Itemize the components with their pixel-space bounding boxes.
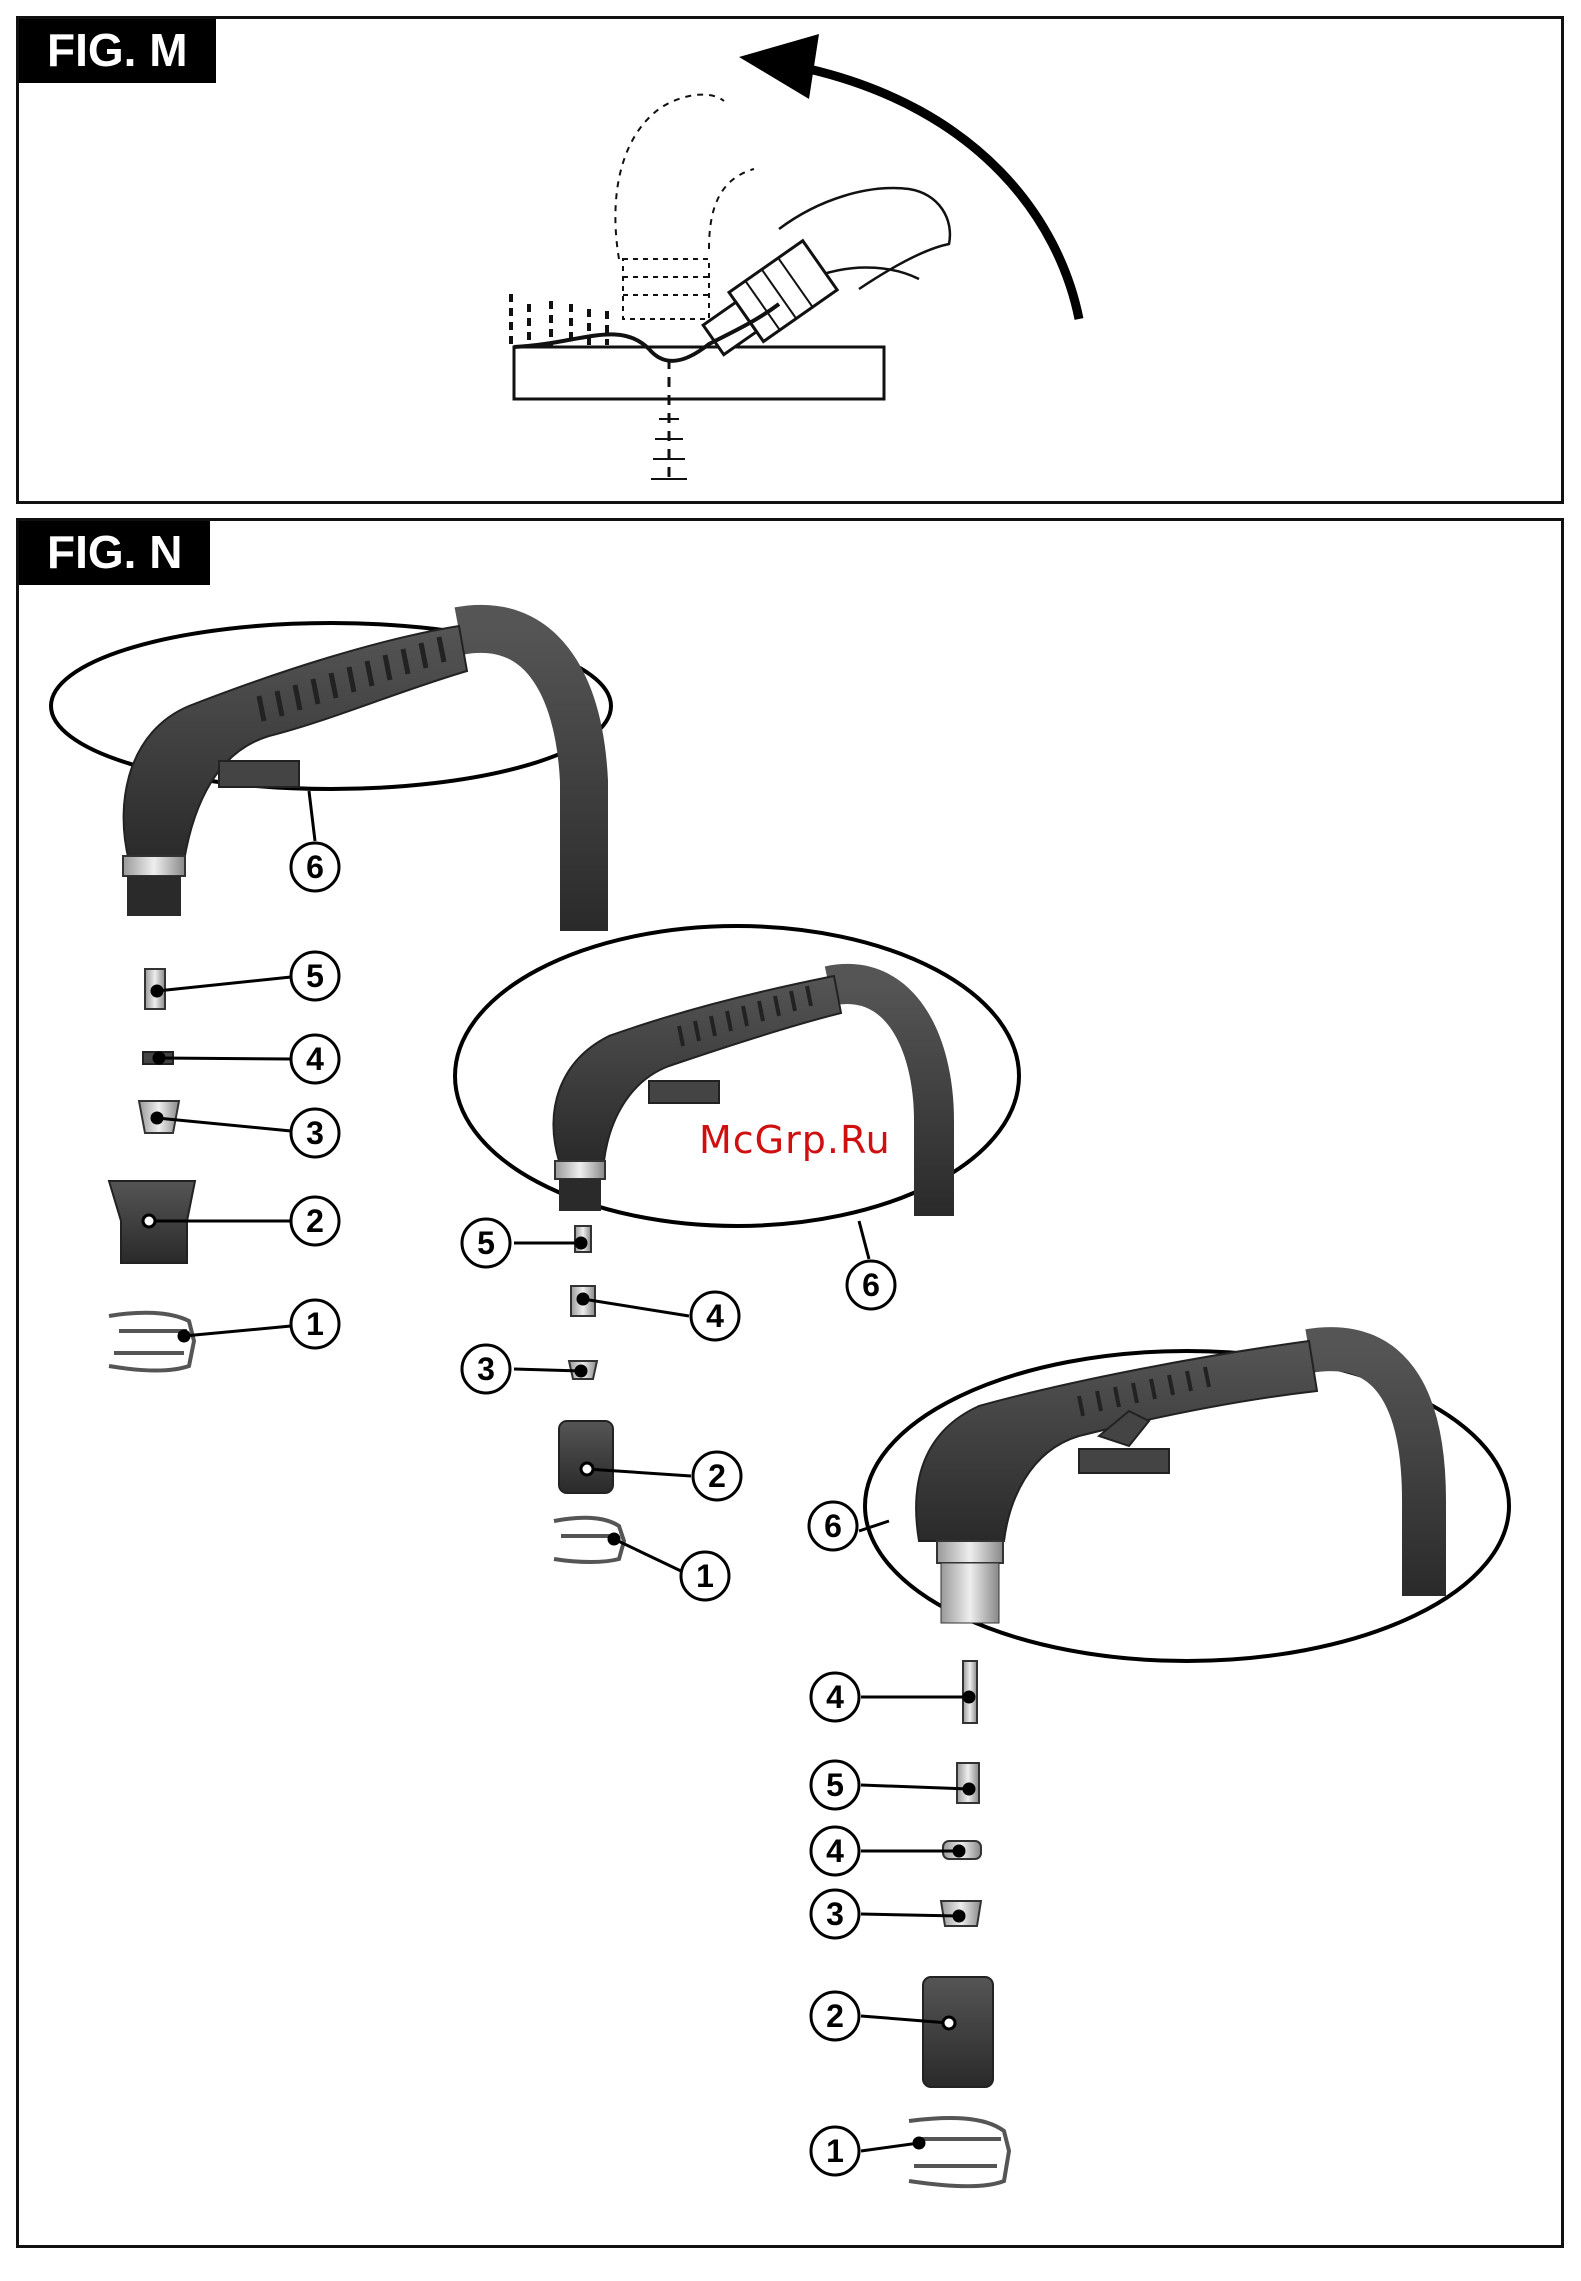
- svg-text:4: 4: [826, 1679, 844, 1715]
- svg-text:3: 3: [826, 1896, 844, 1932]
- svg-text:6: 6: [306, 849, 324, 885]
- torch-c: 6 4 5 4 3 2 1: [809, 1341, 1509, 2186]
- callout-c-6: 6: [809, 1502, 857, 1550]
- torch-a: 6 5 4 3 2 1: [51, 623, 611, 1371]
- svg-text:4: 4: [306, 1041, 324, 1077]
- watermark-text: McGrp.Ru: [699, 1118, 891, 1162]
- fig-n-panel: FIG. N: [16, 518, 1564, 2248]
- svg-text:6: 6: [824, 1508, 842, 1544]
- callout-a-1: 1: [291, 1300, 339, 1348]
- svg-text:3: 3: [477, 1351, 495, 1387]
- callout-a-3: 3: [291, 1109, 339, 1157]
- svg-text:4: 4: [706, 1298, 724, 1334]
- callout-a-2: 2: [291, 1197, 339, 1245]
- torch-c-callouts: 6 4 5 4 3 2 1: [809, 1502, 859, 2175]
- callout-b-6: 6: [847, 1261, 895, 1309]
- spatter-lines: [511, 294, 607, 347]
- fig-m-panel: FIG. M: [16, 16, 1564, 504]
- callout-c-1: 1: [811, 2127, 859, 2175]
- svg-text:5: 5: [826, 1767, 844, 1803]
- callout-b-4: 4: [691, 1292, 739, 1340]
- callout-a-6: 6: [291, 843, 339, 891]
- callout-b-5: 5: [462, 1219, 510, 1267]
- svg-text:5: 5: [306, 958, 324, 994]
- svg-text:1: 1: [306, 1306, 324, 1342]
- torch-a-handle: [124, 626, 467, 861]
- torch-a-callouts: 6 5 4 3 2 1: [291, 843, 339, 1348]
- callout-c-3: 3: [811, 1890, 859, 1938]
- svg-text:2: 2: [826, 1998, 844, 2034]
- callout-b-2: 2: [693, 1452, 741, 1500]
- callout-b-1: 1: [681, 1552, 729, 1600]
- callout-c-2: 2: [811, 1992, 859, 2040]
- callout-c-4a: 4: [811, 1673, 859, 1721]
- ghost-torch-outline: [615, 95, 724, 259]
- torch-c-part-1: [909, 2118, 1009, 2186]
- svg-text:5: 5: [477, 1225, 495, 1261]
- svg-text:1: 1: [696, 1558, 714, 1594]
- fig-m-drawing: [19, 19, 1567, 507]
- svg-text:2: 2: [708, 1458, 726, 1494]
- callout-c-4b: 4: [811, 1827, 859, 1875]
- rotation-arrow-head: [739, 34, 819, 99]
- fig-n-drawing: 6 5 4 3 2 1: [19, 521, 1567, 2251]
- callout-a-5: 5: [291, 952, 339, 1000]
- callout-b-3: 3: [462, 1345, 510, 1393]
- svg-text:3: 3: [306, 1115, 324, 1151]
- svg-text:1: 1: [826, 2133, 844, 2169]
- svg-text:4: 4: [826, 1833, 844, 1869]
- callout-a-4: 4: [291, 1035, 339, 1083]
- torch-b-part-2: [559, 1421, 613, 1493]
- svg-text:2: 2: [306, 1203, 324, 1239]
- callout-c-5: 5: [811, 1761, 859, 1809]
- svg-text:6: 6: [862, 1267, 880, 1303]
- torch-c-part-2: [923, 1977, 993, 2087]
- workpiece-plate: [514, 347, 884, 399]
